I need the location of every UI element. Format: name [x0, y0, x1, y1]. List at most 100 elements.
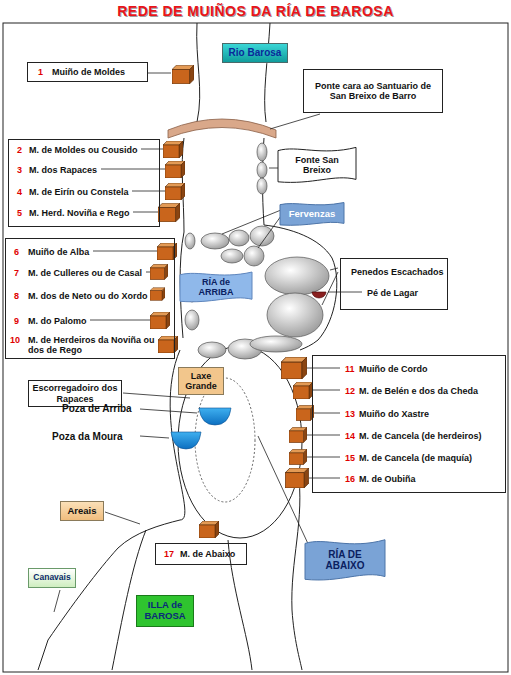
banner-shape — [305, 540, 385, 580]
mill-icon — [165, 161, 185, 178]
banner: RÍA de ARRIBA — [180, 270, 252, 304]
label-box: Canavais — [28, 568, 76, 588]
mill-icon — [163, 141, 183, 158]
text-holder: RÍA de ARRIBA — [180, 270, 252, 304]
river-bank — [292, 470, 302, 670]
pool — [171, 408, 231, 449]
leader-line — [328, 292, 362, 293]
mill-icon — [289, 427, 307, 442]
rocks — [201, 233, 229, 249]
box-label: Fonte San Breixo — [282, 155, 352, 176]
title: REDE DE MUIÑOS DA RÍA DE BAROSA — [0, 3, 511, 19]
mill-name: M. de Moldes ou Cousido — [29, 145, 138, 155]
pool — [199, 408, 231, 425]
mill-name: M. de Herdeiros da Noviña ou dos de Rego — [28, 335, 156, 356]
mill-icon — [150, 264, 168, 279]
rocks — [265, 257, 329, 295]
box-label: Laxe Grande — [182, 371, 220, 392]
pool — [171, 432, 201, 449]
place-label: Poza de Arriba — [62, 403, 132, 414]
rocks — [229, 230, 249, 246]
river-bank — [195, 378, 255, 502]
leader-line — [54, 590, 60, 612]
banner: Fervenzas — [280, 201, 344, 227]
callout-box: Penedos EscachadosPé de Lagar — [340, 258, 448, 310]
river-bank — [265, 23, 270, 122]
leader-line — [313, 390, 340, 391]
mill-icon — [158, 336, 178, 353]
mill-name: M. Herd. Noviña e Rego — [29, 208, 130, 218]
box-label: Areais — [67, 506, 96, 517]
leader-line — [258, 216, 281, 248]
mill-name: M. de Cancela (de herdeiros) — [359, 431, 482, 441]
mill-name: Muiño de Alba — [28, 247, 89, 257]
callout-number: 4 — [17, 187, 22, 197]
text-holder: Ponte cara ao Santuario de San Breixo de… — [304, 70, 442, 112]
leader-line — [140, 409, 197, 413]
leader-line — [146, 272, 150, 273]
box-label: RÍA DE ABAIXO — [309, 549, 381, 572]
rocks — [267, 293, 323, 337]
mill-name: M. de Oubiña — [359, 474, 416, 484]
rocks — [185, 310, 199, 330]
callout-number: 16 — [345, 474, 355, 484]
banner: RÍA DE ABAIXO — [305, 537, 385, 583]
callout-number: 8 — [14, 291, 19, 301]
callout-number: 1 — [38, 67, 43, 77]
mill-icon — [289, 449, 307, 464]
rocks — [244, 246, 264, 266]
label-box: Rio Barosa — [222, 43, 288, 63]
text-holder: Fonte San Breixo — [278, 145, 356, 185]
mill-group: 6Muiño de Alba7M. de Culleres ou de Casa… — [5, 238, 175, 359]
banner-shape — [280, 203, 344, 226]
leader-line — [258, 436, 310, 548]
mill-icon — [150, 288, 165, 301]
mill-icon — [157, 243, 177, 260]
mill-box: 1 Muiño de Moldes — [27, 62, 148, 82]
callout-box: Escorregadoiro dos Rapaces — [28, 380, 122, 407]
mill-icon — [165, 183, 185, 200]
mill-icon — [172, 65, 194, 84]
callout-number: 13 — [345, 409, 355, 419]
box-label: Rio Barosa — [229, 47, 282, 59]
bridge — [168, 119, 276, 138]
leader-line — [105, 512, 140, 524]
pe-de-lagar — [312, 292, 326, 298]
mill-name: M. dos de Neto ou do Xordo — [28, 291, 148, 301]
callout-number: 10 — [10, 335, 20, 345]
callout-number: 5 — [17, 208, 22, 218]
leader-line — [132, 191, 165, 192]
rocks — [257, 162, 267, 178]
callout-number: 15 — [345, 453, 355, 463]
pe-de-lagar — [312, 292, 326, 298]
mill-icon — [158, 203, 180, 222]
leader-line — [322, 272, 338, 305]
mill-name: Muiño de Cordo — [359, 364, 428, 374]
box-label: ILLA de BAROSA — [140, 600, 190, 622]
mill-name: Muiño de Moldes — [52, 67, 125, 77]
river-bank — [197, 23, 200, 122]
label-box: Areais — [60, 501, 104, 521]
callout-number: 6 — [14, 247, 19, 257]
mill-name: M. de Eirín ou Constela — [29, 187, 129, 197]
leader-line — [133, 212, 158, 213]
leader-line — [101, 169, 165, 170]
river-bank — [228, 540, 252, 670]
leader-line — [140, 436, 169, 438]
mill-name: M. de Cancela (de maquía) — [359, 453, 472, 463]
mill-name: Pé de Lagar — [367, 288, 418, 298]
callout-number: 3 — [17, 165, 22, 175]
callout-number: 14 — [345, 431, 355, 441]
box-label: Canavais — [33, 573, 70, 583]
box-label: Escorregadoiro dos Rapaces — [32, 383, 118, 404]
banner-shape — [278, 147, 356, 182]
mill-icon — [285, 468, 309, 488]
text-holder: RÍA DE ABAIXO — [305, 537, 385, 583]
label-box: Laxe Grande — [178, 367, 224, 395]
mill-icon — [293, 382, 313, 399]
leader-line — [148, 73, 171, 74]
box-label: Ponte cara ao Santuario de San Breixo de… — [307, 81, 439, 102]
leader-line — [330, 268, 338, 270]
text-holder: Escorregadoiro dos Rapaces — [29, 381, 121, 406]
